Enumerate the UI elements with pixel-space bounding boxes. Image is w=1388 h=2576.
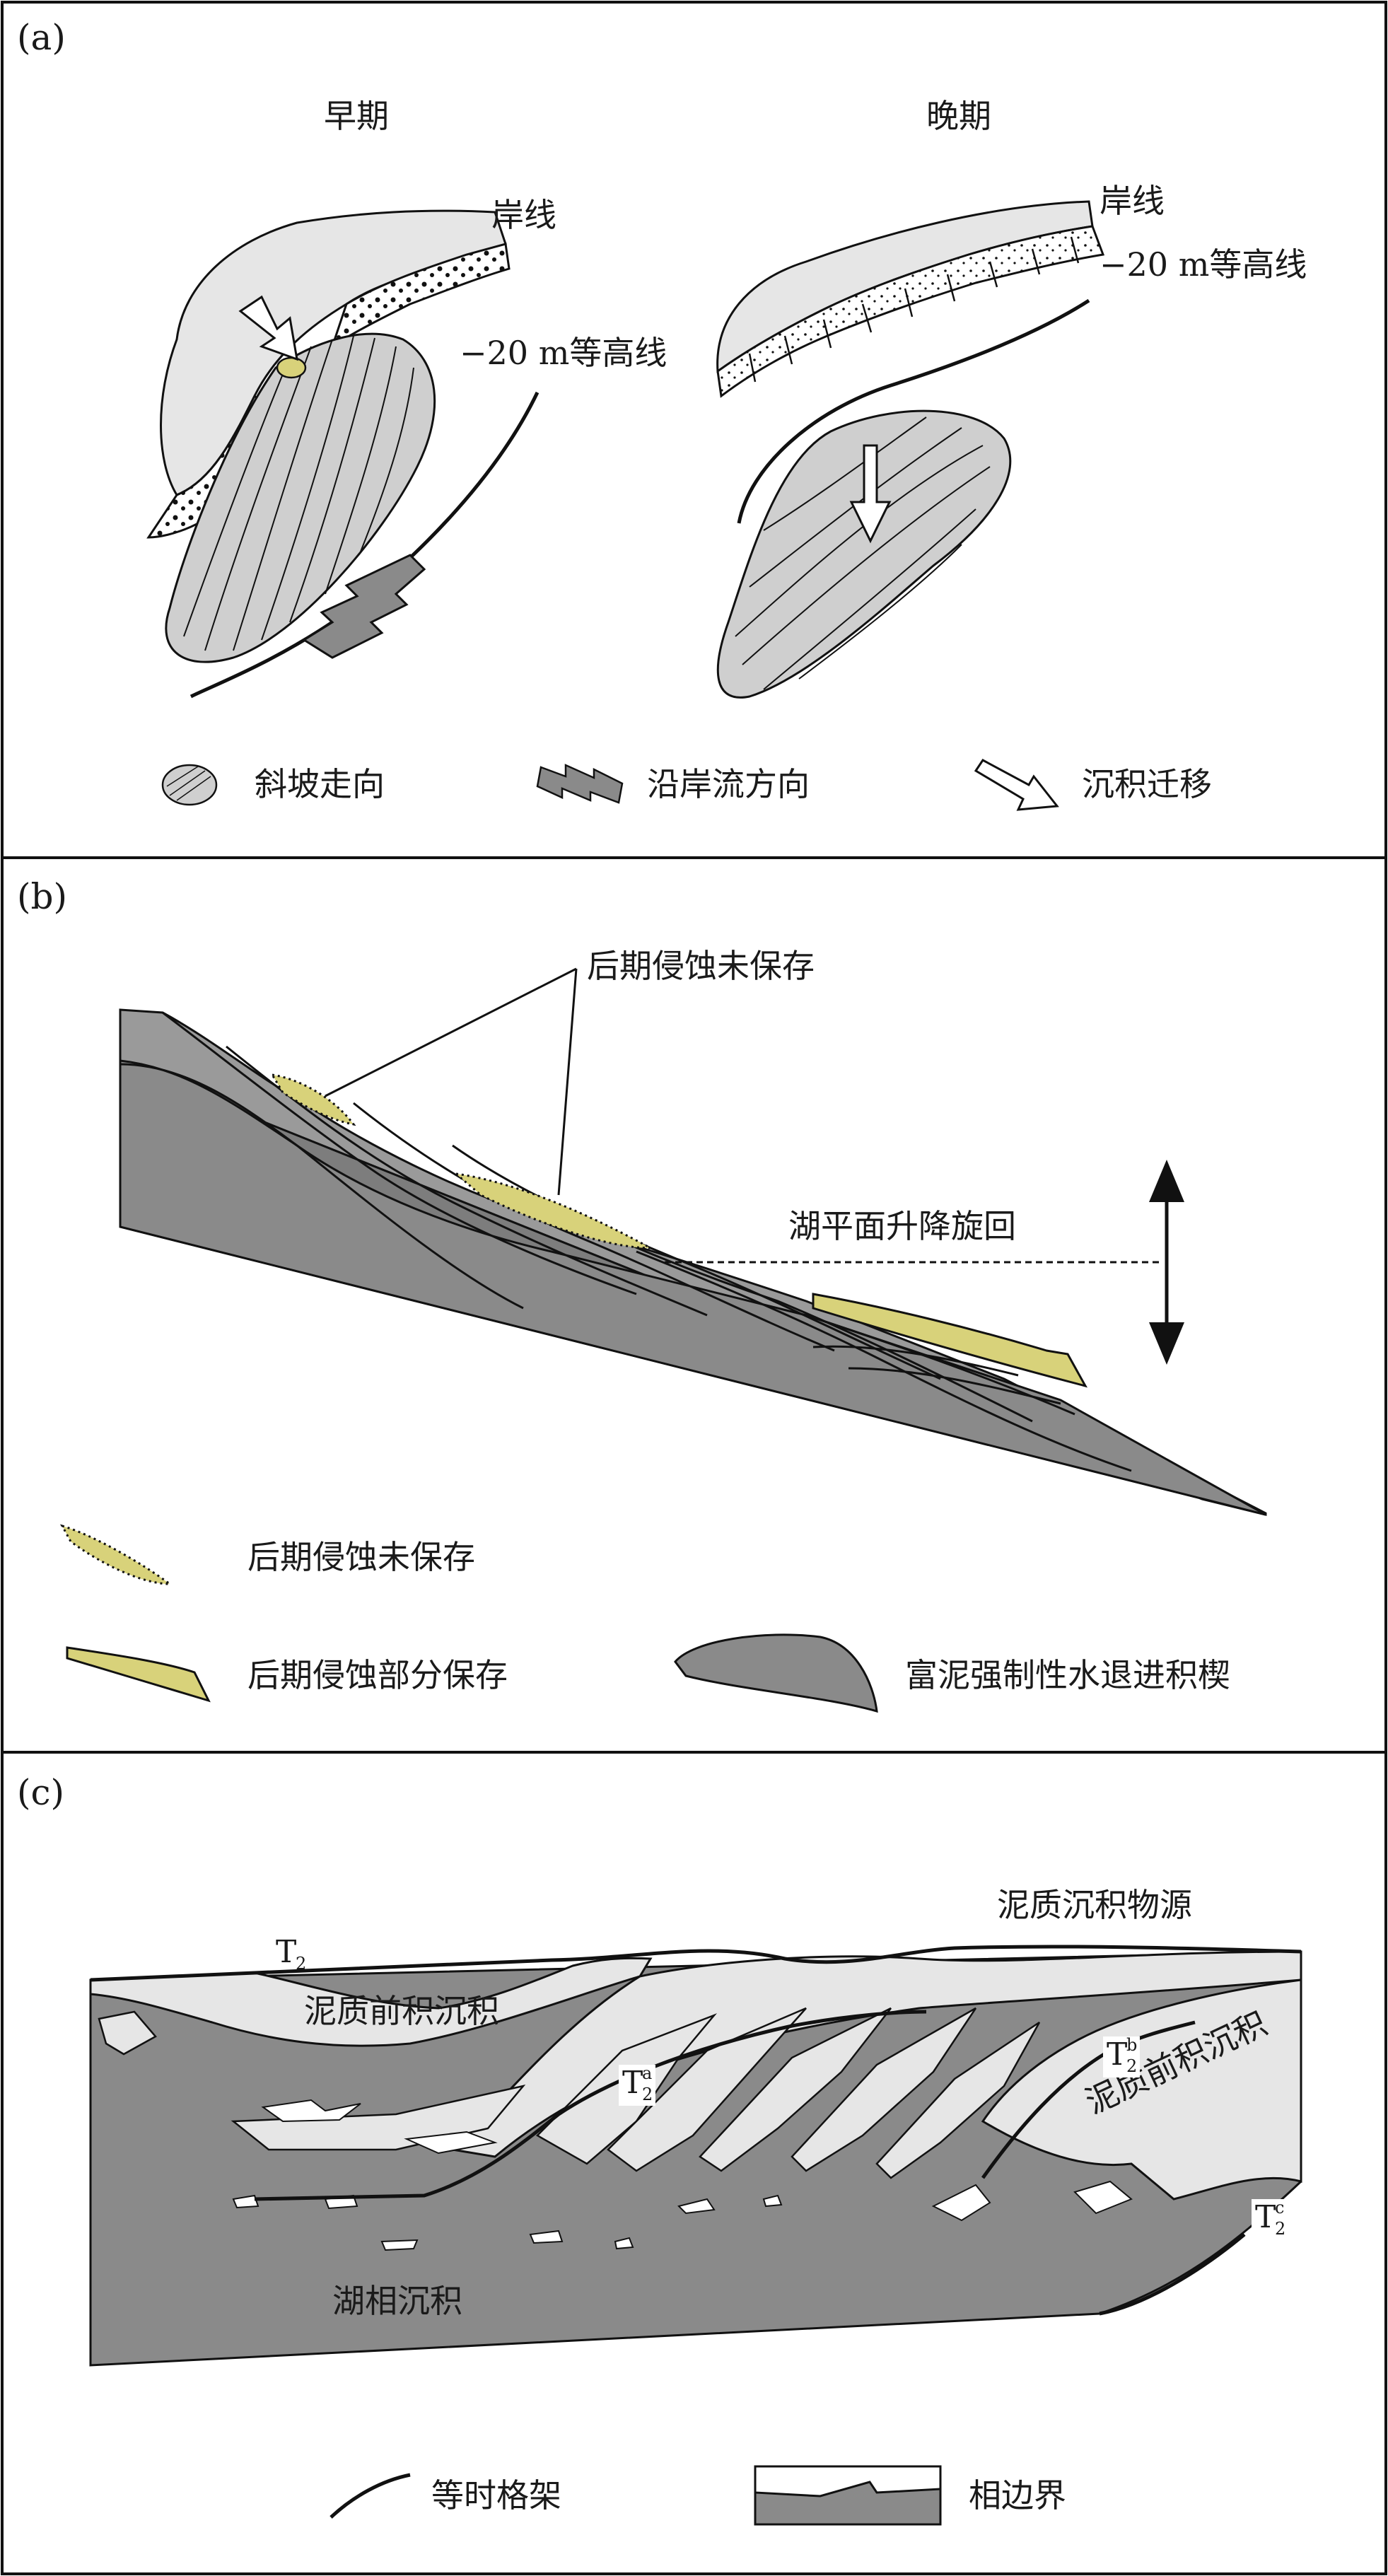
prograde-left-label: 泥质前积沉积 (304, 1992, 499, 2030)
early-source-point (276, 356, 307, 379)
legend-partial-icon (66, 1646, 211, 1703)
svg-text:T: T (1107, 2036, 1127, 2073)
partial-preserved-sliver (812, 1293, 1088, 1388)
legend-eroded-label: 后期侵蚀未保存 (247, 1538, 475, 1576)
early-migration-arrow (238, 295, 298, 361)
late-contour-label: −20 m等高线 (1100, 245, 1307, 284)
svg-text:2: 2 (1275, 2219, 1285, 2239)
source-label: 泥质沉积物源 (997, 1886, 1192, 1924)
legend-a: 斜坡走向 沿岸流方向 沉积迁移 (161, 759, 1212, 811)
svg-text:T: T (276, 1934, 296, 1970)
lake-level-label: 湖平面升降旋回 (788, 1207, 1016, 1245)
legend-boundary-icon (754, 2465, 942, 2526)
callout-lines (325, 967, 578, 1196)
panel-a-tag: (a) (17, 17, 66, 58)
panel-c: (c) 泥质沉积物源 (17, 1772, 1302, 2526)
lake-deposit-label: 湖相沉积 (332, 2282, 462, 2320)
legend-longshore-icon (536, 764, 624, 804)
late-title: 晚期 (926, 97, 991, 135)
lake-level-double-arrow (1149, 1160, 1184, 1365)
legend-migration-icon (974, 759, 1059, 811)
legend-wedge-label: 富泥强制性水退进积楔 (905, 1656, 1230, 1694)
clinoform-lines (119, 1011, 1132, 1472)
legend-b: 后期侵蚀未保存 后期侵蚀部分保存 富泥强制性水退进积楔 (59, 1524, 1230, 1713)
late-coastal-ticks (748, 236, 1080, 383)
early-slope-lobe (165, 332, 436, 663)
panel-c-tag: (c) (17, 1772, 64, 1813)
eroded-lens-upper (270, 1073, 356, 1126)
legend-longshore-label: 沿岸流方向 (647, 765, 810, 803)
svg-text:2: 2 (1126, 2056, 1137, 2076)
t2c-line (1099, 2233, 1246, 2316)
legend-slope-icon (161, 764, 218, 806)
svg-text:T: T (1255, 2199, 1276, 2235)
late-lobe-strata (735, 416, 991, 690)
late-contour-line (737, 298, 1090, 524)
svg-text:2: 2 (642, 2085, 653, 2104)
progradation-right-wedge (981, 1978, 1302, 2201)
progradation-left-sheet (89, 1957, 653, 2047)
panel-b-tag: (b) (17, 876, 67, 917)
t2b-label: T b 2 (1103, 2035, 1140, 2077)
callout-eroded-label: 后期侵蚀未保存 (587, 947, 815, 985)
legend-boundary-label: 相边界 (969, 2476, 1066, 2514)
early-lobe-strata (183, 335, 414, 651)
early-shoreline-label: 岸线 (491, 196, 556, 234)
late-migration-arrow (849, 444, 892, 544)
t2b-line (981, 2020, 1196, 2179)
early-longshore-arrow (302, 554, 426, 659)
t2c-label: T c 2 (1252, 2198, 1288, 2240)
svg-text:T: T (622, 2065, 643, 2101)
svg-text:c: c (1275, 2198, 1284, 2217)
progradation-upper-band (450, 1950, 1302, 2158)
svg-text:2: 2 (296, 1954, 306, 1974)
panel-b: (b) 后期侵蚀未保存 (17, 876, 1267, 1713)
t2a-label: T a 2 (619, 2063, 655, 2106)
early-coastal-belt-upper (330, 243, 511, 349)
early-contour-label: −20 m等高线 (460, 334, 667, 372)
legend-c: 等时格架 相边界 (329, 2465, 1066, 2526)
early-title: 早期 (324, 97, 389, 135)
svg-text:a: a (642, 2063, 652, 2083)
legend-isochron-icon (329, 2473, 411, 2519)
eroded-lens-middle (453, 1172, 651, 1249)
legend-isochron-label: 等时格架 (431, 2476, 561, 2514)
late-slope-lobe (716, 409, 1012, 699)
legend-wedge-icon (674, 1633, 878, 1713)
legend-slope-label: 斜坡走向 (255, 765, 385, 803)
t2-surface-line (90, 1945, 1302, 1982)
late-shoreline-label: 岸线 (1100, 182, 1165, 220)
legend-partial-label: 后期侵蚀部分保存 (247, 1656, 508, 1694)
panel-a: (a) 早期 晚期 岸线 −20 m等高线 (17, 17, 1307, 811)
svg-text:b: b (1126, 2035, 1137, 2055)
t2-label: T 2 (276, 1934, 306, 1974)
legend-migration-label: 沉积迁移 (1082, 765, 1212, 803)
legend-eroded-icon (59, 1524, 173, 1585)
